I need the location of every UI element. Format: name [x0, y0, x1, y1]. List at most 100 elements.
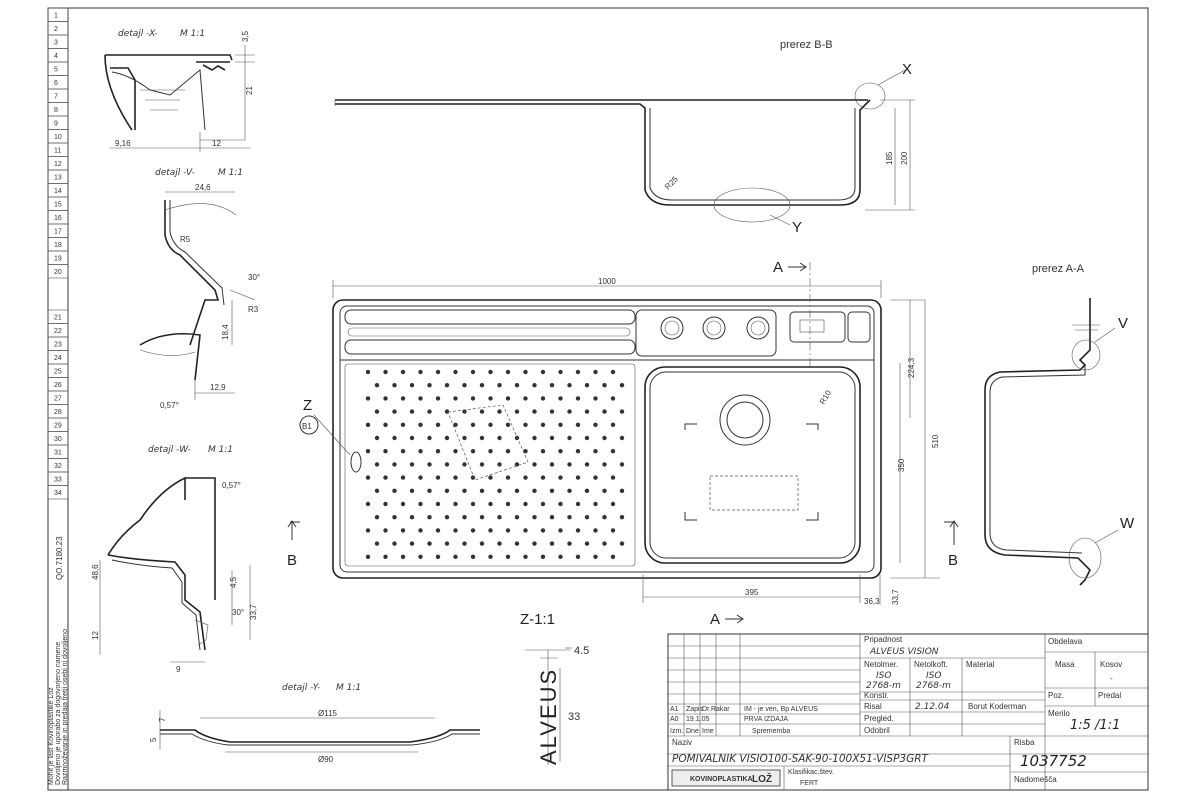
dim-x-1: 3,5 [241, 30, 250, 42]
row-cell [47, 48, 69, 63]
rev-row-2-col1: A0 [670, 716, 679, 723]
drainer-dot [540, 528, 546, 533]
drainer-dot [444, 435, 450, 441]
drainer-dot [610, 422, 616, 427]
detail-w: detajl -W- M 1:1 48,6 12 0,57° 4,5 30° 3… [91, 445, 258, 674]
drainer-dot [383, 528, 388, 533]
tb-obdelava-label: Obdelava [1048, 637, 1083, 646]
row-number: 21 [54, 315, 62, 322]
drainer-dot [400, 422, 406, 427]
dim-w-3: 4,5 [229, 576, 238, 588]
inner-frame [67, 7, 1149, 791]
drainer-dot [549, 462, 555, 467]
dim-v-2: R5 [180, 235, 191, 244]
drainer-dot [497, 435, 502, 441]
row-number: 27 [54, 396, 62, 403]
row-number: 29 [54, 423, 62, 430]
tb-pripadnost-label: Pripadnost [864, 635, 903, 644]
drainer-dot [435, 554, 441, 559]
drainer-dot [532, 488, 537, 493]
dim-x-2: 21 [245, 86, 254, 95]
drainer-dot [453, 528, 458, 533]
drainer-dot [488, 528, 493, 533]
drainer-dot [365, 501, 371, 507]
drainer-dot [558, 554, 563, 559]
drainer-dot [532, 409, 537, 414]
drainer-dot [470, 396, 476, 401]
drainer-dot [392, 409, 397, 414]
detail-y: detajl -Y- M 1:1 Ø115 Ø90 7 5 [149, 683, 480, 764]
row-number: 19 [54, 256, 62, 263]
tap-hole-3 [746, 316, 770, 340]
drainer-dot [575, 396, 581, 401]
row-number: 31 [54, 450, 62, 457]
dim-v-5: 18,4 [221, 324, 230, 340]
dim-v-1: 24,6 [195, 183, 211, 192]
dim-v-7: 0,57° [160, 401, 179, 410]
drainer-dot [619, 409, 625, 414]
row-number: 23 [54, 342, 62, 349]
drainer-dot [567, 488, 572, 493]
drainer-dot [479, 515, 485, 520]
drainer-dot [409, 515, 415, 520]
drainer-dot [418, 528, 423, 533]
detail-x-scale: M 1:1 [180, 29, 205, 39]
dim-bb-185: 185 [885, 151, 894, 165]
drainer-dot [488, 449, 493, 454]
row-cell [47, 88, 69, 103]
drainer-dot [400, 554, 406, 559]
dim-w-2: 48,6 [91, 564, 100, 580]
row-cell [47, 102, 69, 117]
drainer-dot [392, 383, 397, 388]
drainer-dot [532, 541, 537, 546]
drainer-dot [488, 501, 493, 507]
drainer-dot [619, 383, 625, 388]
row-number: 11 [54, 148, 61, 155]
drainer-dot [575, 528, 581, 533]
drain-outer [719, 394, 771, 446]
drainer-dot [365, 422, 371, 427]
detail-v: detajl -V- M 1:1 24,6 R5 30° R3 18,4 12,… [139, 168, 260, 410]
drainer-dot [435, 501, 441, 507]
z-detail-label: Z-1:1 [520, 611, 555, 628]
dim-w-6: 12 [91, 631, 100, 640]
drainer-dot [575, 501, 581, 507]
drainer-dot [514, 462, 520, 467]
drainer-dot [619, 515, 625, 520]
marker-w: W [1120, 515, 1135, 532]
tb-tol1-value: ISO [876, 671, 891, 681]
dim-w-1: 0,57° [222, 481, 241, 490]
drainer-dot [584, 409, 590, 414]
tb-pripadnost: ALVEUS VISION [869, 647, 939, 657]
drainer-dot [610, 369, 616, 375]
drainer-dot [453, 475, 458, 480]
drainer-dot [523, 501, 528, 507]
overflow-dashed [709, 475, 799, 511]
drainer-dot [462, 462, 467, 467]
drainer-dot [549, 435, 555, 441]
dim-plan-1000: 1000 [598, 277, 616, 286]
row-number: 30 [54, 436, 62, 443]
drainer-dot [593, 554, 598, 559]
rev-head-izm: Izm. [670, 728, 683, 735]
drainer-dot [418, 396, 423, 401]
drainer-dot [479, 383, 485, 388]
row-number: 13 [54, 175, 62, 182]
drainer-dot [567, 435, 572, 441]
drainer-dot [374, 435, 380, 441]
drainer-dot [444, 541, 450, 546]
drainer-dot [392, 488, 397, 493]
drainer-dot [593, 449, 598, 454]
drainer-dot [593, 475, 598, 480]
drainer-dot [418, 449, 423, 454]
row-number: 26 [54, 382, 62, 389]
tb-klasif-label: Klasifikac.štev. [788, 769, 834, 776]
tb-odobril-label: Odobril [864, 726, 890, 735]
drainer-dot [602, 488, 607, 493]
drainer-dot [575, 422, 581, 427]
z-dim-33: 33 [568, 711, 580, 723]
tb-risal-name: Borut Koderman [968, 702, 1026, 711]
drainer-dot [488, 475, 493, 480]
drainer-dot [584, 462, 590, 467]
drainer-dot [453, 422, 458, 427]
